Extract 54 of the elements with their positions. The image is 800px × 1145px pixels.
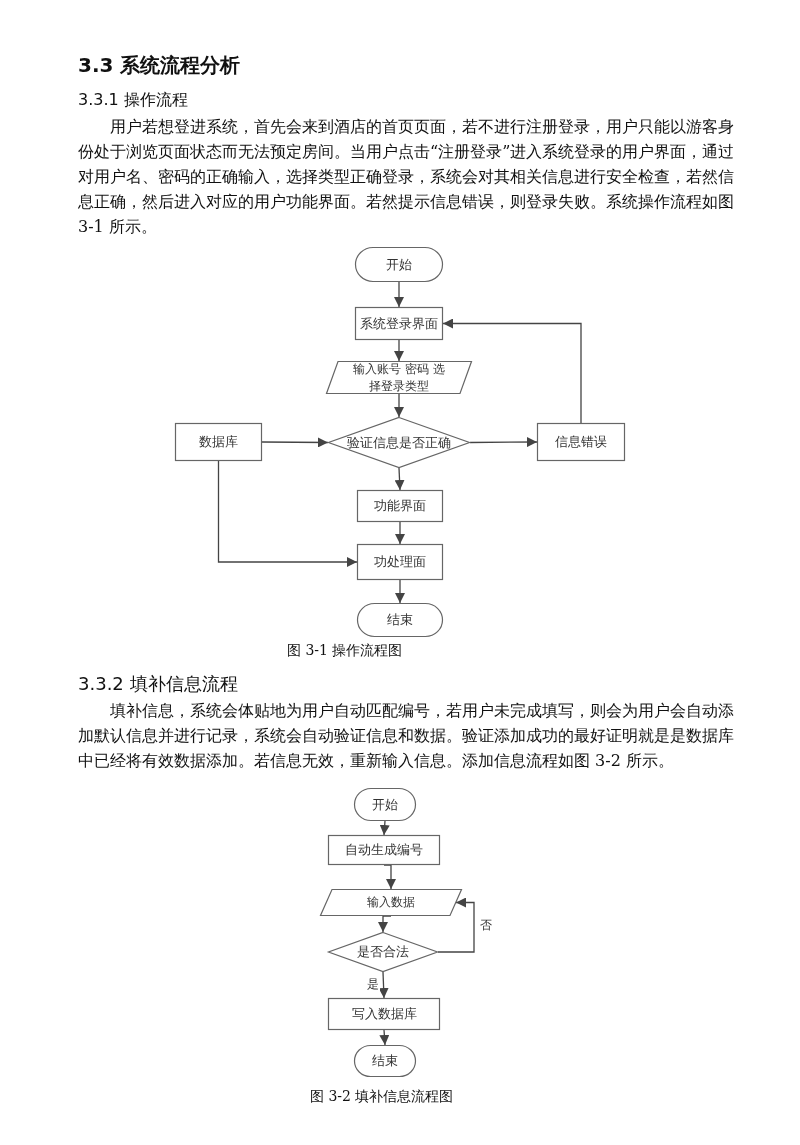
arrow [379, 820, 390, 836]
edge-label: 否 [479, 918, 493, 932]
process-box [355, 307, 443, 340]
node-label: 开始 [386, 255, 412, 274]
arrow [395, 579, 405, 604]
arrow [261, 437, 329, 448]
arrow [394, 467, 405, 491]
node-label: 输入数据 [367, 894, 415, 911]
arrow [395, 521, 405, 545]
subsection-heading: 3.3.1 操作流程 [78, 90, 188, 111]
arrow [469, 437, 538, 448]
process-box [537, 423, 625, 461]
process-box [357, 490, 443, 522]
edge-label: 是 [366, 977, 380, 991]
node-label: 结束 [372, 1052, 398, 1070]
process-box [357, 544, 443, 580]
arrow [394, 393, 404, 418]
node-label: 数据库 [199, 433, 238, 451]
arrow [379, 1029, 390, 1046]
process-box [328, 998, 440, 1030]
node-label: 功处理面 [374, 553, 426, 571]
terminal-shape [357, 603, 443, 637]
node-label: 信息错误 [555, 433, 607, 451]
input-parallelogram [320, 889, 462, 916]
terminal-shape [354, 788, 416, 821]
node-label: 系统登录界面 [360, 314, 438, 333]
terminal-shape [354, 1045, 416, 1077]
node-label: 是否合法 [357, 943, 409, 961]
arrow [394, 339, 404, 362]
node-label: 功能界面 [374, 497, 426, 515]
arrow [383, 864, 396, 890]
node-label: 开始 [372, 795, 398, 814]
input-parallelogram [326, 361, 472, 394]
node-label: 结束 [387, 611, 413, 629]
subsection-heading: 3.3.2 填补信息流程 [78, 672, 238, 696]
arrow [437, 897, 475, 953]
node-label: 验证信息是否正确 [347, 433, 451, 452]
process-box [328, 835, 440, 865]
section-heading: 3.3 系统流程分析 [78, 52, 241, 79]
figure-caption: 图 3-2 填补信息流程图 [310, 1088, 454, 1106]
node-label: 输入账号 密码 选择登录类型 [353, 361, 445, 394]
node-label: 自动生成编号 [345, 841, 423, 859]
process-box [175, 423, 262, 461]
decision-diamond [328, 417, 470, 468]
body-paragraph: 用户若想登进系统，首先会来到酒店的首页页面，若不进行注册登录，用户只能以游客身份处于浏览页面状态而无法预定房间。当用户点击“注册登录”进入系统登录的用户界面，通过对用户名、密码的正确输入，选择类型正确登录，系统会对其相关信息进行安全检查，若然信息正确，然后进入对应的用户功能界面。若然提示信息错误，则登录失败。系统操作流程如图 3-1 所示。 [78, 116, 736, 238]
arrow [217, 460, 358, 567]
terminal-shape [355, 247, 443, 282]
arrow [442, 318, 582, 424]
node-label: 写入数据库 [351, 1005, 417, 1023]
arrow [378, 971, 389, 999]
figure-caption: 图 3-1 操作流程图 [287, 642, 403, 660]
arrow [394, 281, 404, 308]
decision-diamond [328, 932, 438, 972]
body-paragraph: 填补信息，系统会体贴地为用户自动匹配编号，若用户未完成填写，则会为用户会自动添加默认信息并进行记录，系统会自动验证信息和数据。验证添加成功的最好证明就是是数据库中已经将有效数据添加。若信息无效，重新输入信息。添加信息流程如图 3-2 所示。 [78, 700, 735, 772]
